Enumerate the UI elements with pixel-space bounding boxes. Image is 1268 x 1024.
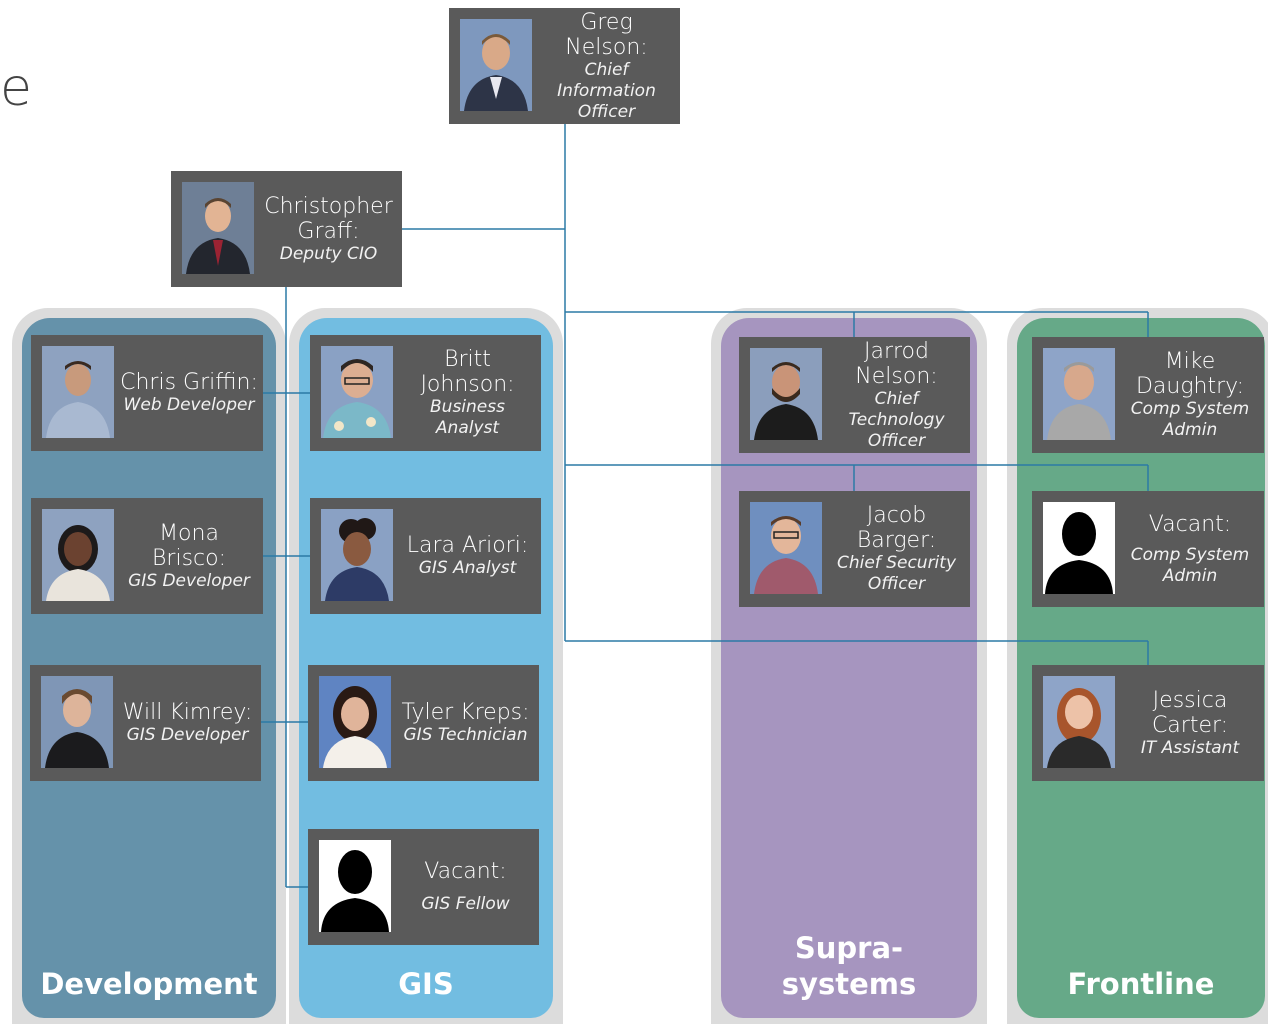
person-role: GIS Fellow xyxy=(421,894,510,914)
person-photo xyxy=(750,348,822,440)
card-frontline-member: Jessica Carter: IT Assistant xyxy=(1032,665,1264,781)
person-role: Comp System Admin xyxy=(1130,399,1250,440)
person-role: Comp System Admin xyxy=(1130,544,1250,586)
person-name: Jessica Carter: xyxy=(1151,687,1229,738)
vacant-silhouette-photo xyxy=(319,840,391,932)
header-fragment-glyph: e xyxy=(0,58,32,118)
person-photo xyxy=(42,509,114,601)
person-role: Chief Information Officer xyxy=(557,59,656,122)
person-name: Britt Johnson: xyxy=(420,347,515,397)
card-frontline-member: Vacant: Comp System Admin xyxy=(1032,491,1264,607)
card-gis-member: Tyler Kreps: GIS Technician xyxy=(308,665,539,781)
person-photo xyxy=(41,676,113,768)
person-photo xyxy=(1043,348,1115,440)
card-development-member: Chris Griffin: Web Developer xyxy=(31,335,263,451)
card-gis-member: Lara Ariori: GIS Analyst xyxy=(310,498,541,614)
card-suprasystems-member: Jacob Barger: Chief Security Officer xyxy=(739,491,970,607)
card-development-member: Will Kimrey: GIS Developer xyxy=(30,665,261,781)
person-role: GIS Analyst xyxy=(418,558,517,578)
person-name: Lara Ariori: xyxy=(406,533,529,558)
person-role: IT Assistant xyxy=(1140,737,1240,758)
person-role: Web Developer xyxy=(123,395,255,415)
person-role: Business Analyst xyxy=(430,397,505,438)
person-name: Chris Griffin: xyxy=(120,370,258,395)
card-frontline-member: Mike Daughtry: Comp System Admin xyxy=(1032,337,1264,453)
person-role: GIS Developer xyxy=(128,570,250,591)
team-label-gis: GIS xyxy=(398,967,454,1001)
person-photo xyxy=(319,676,391,768)
card-suprasystems-member: Jarrod Nelson: Chief Technology Officer xyxy=(739,337,970,453)
person-photo xyxy=(460,19,532,111)
vacant-silhouette-photo xyxy=(1043,502,1115,594)
person-name: Christopher Graff: xyxy=(264,193,393,244)
person-photo xyxy=(750,502,822,594)
person-photo xyxy=(1043,676,1115,768)
card-development-member: Mona Brisco: GIS Developer xyxy=(31,498,263,614)
person-role: Deputy CIO xyxy=(279,243,378,264)
person-role: Chief Security Officer xyxy=(836,553,957,594)
person-photo xyxy=(321,346,393,438)
person-photo xyxy=(321,509,393,601)
team-label-suprasystems: Supra- systems xyxy=(781,931,917,1001)
person-photo xyxy=(182,182,254,274)
person-name: Jacob Barger: xyxy=(856,503,937,553)
person-role: Chief Technology Officer xyxy=(848,388,945,451)
person-photo xyxy=(42,346,114,438)
person-name: Vacant: xyxy=(424,859,507,884)
card-deputy-cio-christopher-graff: Christopher Graff: Deputy CIO xyxy=(171,171,402,287)
card-cio-greg-nelson: Greg Nelson: Chief Information Officer xyxy=(449,8,680,124)
person-name: Will Kimrey: xyxy=(122,700,253,725)
team-label-frontline: Frontline xyxy=(1067,967,1215,1001)
person-name: Mike Daughtry: xyxy=(1135,349,1244,399)
person-name: Greg Nelson: xyxy=(565,9,648,60)
person-role: GIS Developer xyxy=(126,725,249,745)
person-role: GIS Technician xyxy=(403,725,528,745)
person-name: Tyler Kreps: xyxy=(401,700,530,725)
person-name: Mona Brisco: xyxy=(152,520,226,571)
team-label-development: Development xyxy=(40,967,258,1001)
card-gis-member: Britt Johnson: Business Analyst xyxy=(310,335,541,451)
person-name: Jarrod Nelson: xyxy=(855,338,938,389)
card-gis-member: Vacant: GIS Fellow xyxy=(308,829,539,945)
person-name: Vacant: xyxy=(1148,511,1232,537)
